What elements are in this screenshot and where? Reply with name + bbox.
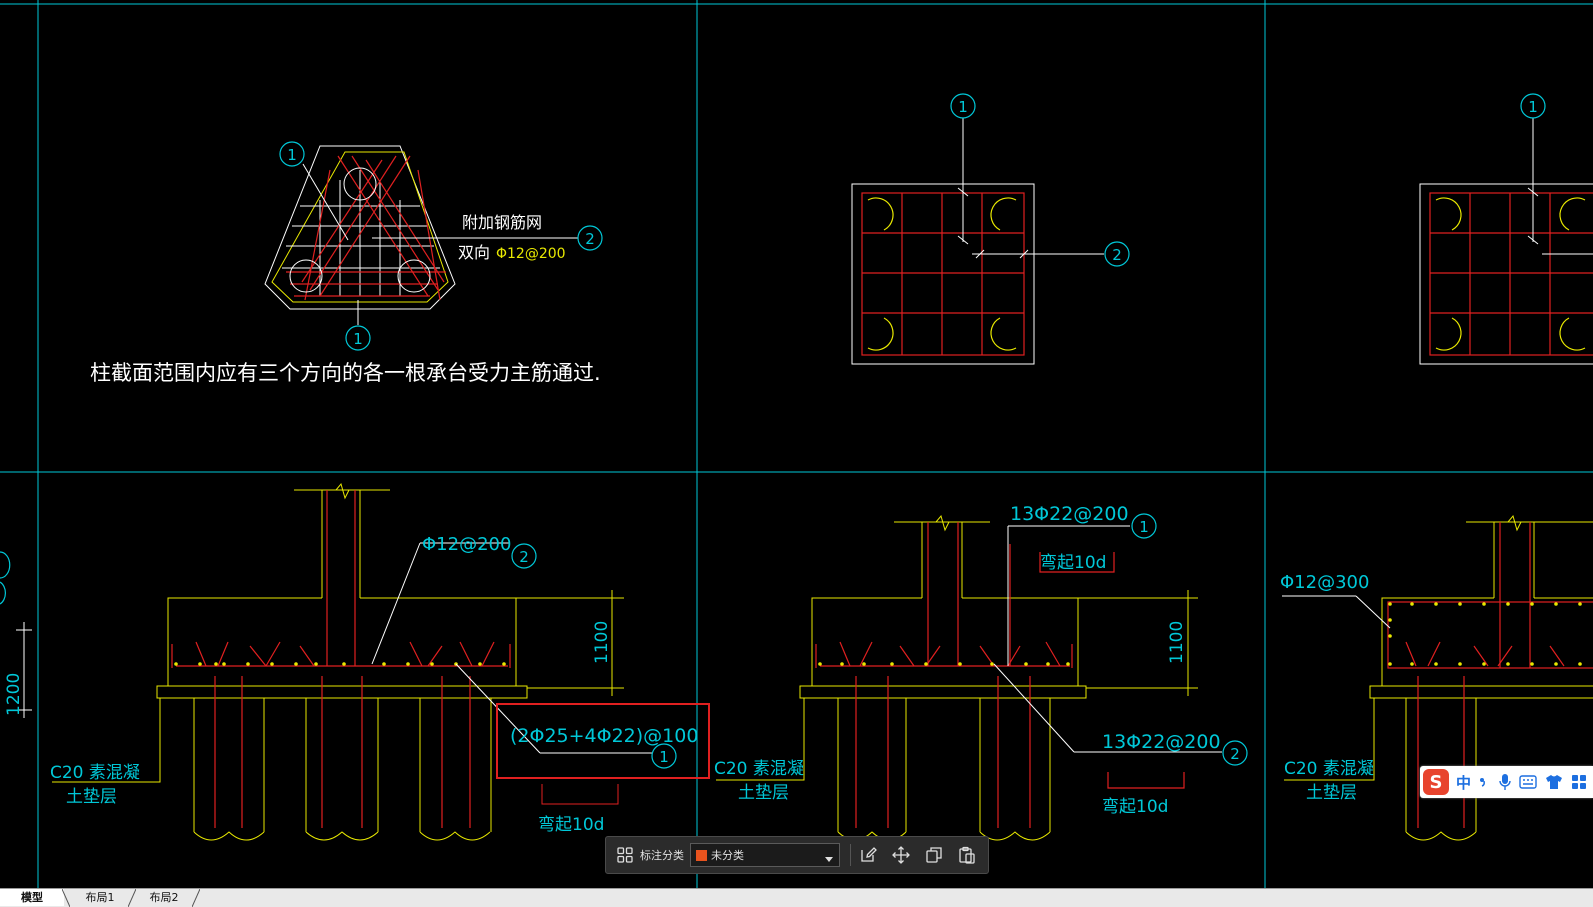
edit-icon[interactable] (857, 844, 879, 866)
drawing-frame (0, 0, 1593, 888)
elevation-section-e (716, 514, 1222, 841)
left-dim-line (16, 622, 32, 718)
tab-separator (62, 889, 70, 907)
tab-layout-2[interactable]: 布局2 (149, 891, 179, 904)
tab-separator (192, 889, 200, 907)
punctuation-icon[interactable] (1479, 774, 1491, 790)
rect-cap-plan (1419, 118, 1593, 365)
stirrup-label-d: Φ12@200 (422, 534, 511, 555)
bedding-label-e-1: C20 素混凝 (714, 759, 804, 779)
main-bar-label-d: (2Φ25+4Φ22)@100 (510, 725, 698, 747)
callout-2-label: 2 (1112, 246, 1122, 264)
callout-1-label: 1 (353, 330, 363, 348)
bedding-label-d-2: 土垫层 (66, 787, 117, 807)
extra-mesh-label: 附加钢筋网 (462, 213, 542, 232)
bedding-label-f-1: C20 素混凝 (1284, 759, 1374, 779)
selected-category-text: 未分类 (711, 849, 744, 862)
callout-bubbles-a (279, 141, 603, 351)
tab-separator (128, 889, 136, 907)
callout-2-label: 2 (1230, 745, 1240, 763)
bottom-bar-label-e: 13Φ22@200 (1102, 731, 1221, 753)
height-dim-d: 1100 (592, 621, 612, 664)
annotation-category-toolbar: 标注分类 未分类 (605, 836, 989, 874)
callout-1-label: 1 (1139, 518, 1149, 536)
annotation-category-select[interactable]: 未分类 (690, 843, 840, 867)
left-edge-bubbles (0, 551, 11, 605)
copy-icon[interactable] (923, 844, 945, 866)
bend-bottom-label-e: 弯起10d (1102, 797, 1168, 817)
bedding-label-e-2: 土垫层 (738, 783, 789, 803)
top-bar-label-e: 13Φ22@200 (1010, 503, 1129, 525)
paste-icon[interactable] (956, 844, 978, 866)
ime-toolbar: S 中 (1420, 766, 1593, 798)
toolbox-grid-icon[interactable] (1571, 774, 1587, 790)
callout-1-label: 1 (659, 748, 669, 766)
highlight-box (496, 703, 710, 779)
stirrup-label-f: Φ12@300 (1280, 572, 1369, 593)
callout-bubble-c (1520, 93, 1546, 119)
microphone-icon[interactable] (1499, 773, 1511, 791)
ime-mode-toggle[interactable]: 中 (1456, 773, 1472, 792)
square-cap-plan (851, 118, 1104, 365)
two-way-label: 双向 (458, 243, 490, 262)
bend-top-label-e: 弯起10d (1040, 553, 1106, 573)
grid-apps-icon[interactable] (614, 844, 636, 866)
toolbar-divider (850, 844, 851, 866)
elevation-section-d (52, 482, 652, 841)
bend-label-d: 弯起10d (538, 815, 604, 835)
sogou-logo-icon[interactable]: S (1423, 769, 1449, 795)
bedding-label-d-1: C20 素混凝 (50, 763, 140, 783)
callout-bubbles-d (511, 543, 677, 769)
callout-2-label: 2 (585, 230, 595, 248)
cad-drawing-canvas[interactable]: 1 1 2 附加钢筋网 双向 Φ12@200 柱截面范围内应有三个方向的各一根承… (0, 0, 1593, 888)
callout-1-label: 1 (958, 98, 968, 116)
elevation-section-f (1282, 514, 1593, 841)
callout-1-label: 1 (1528, 98, 1538, 116)
callout-2-label: 2 (519, 548, 529, 566)
triangular-cap-plan (264, 145, 578, 325)
section-a-note: 柱截面范围内应有三个方向的各一根承台受力主筋通过. (90, 361, 601, 385)
keyboard-icon[interactable] (1519, 775, 1537, 789)
left-dim-d: 1200 (4, 673, 24, 716)
tab-layout-1[interactable]: 布局1 (85, 891, 115, 904)
callout-bubbles-e (1131, 513, 1248, 766)
bedding-label-f-2: 土垫层 (1306, 783, 1357, 803)
move-icon[interactable] (890, 844, 912, 866)
mesh-spec-label: Φ12@200 (496, 246, 566, 262)
height-dim-e: 1100 (1167, 621, 1187, 664)
chevron-down-icon (824, 849, 834, 868)
skin-shirt-icon[interactable] (1545, 774, 1563, 790)
callout-bubbles-b (950, 93, 1130, 267)
category-color-swatch (696, 849, 707, 861)
callout-1-label: 1 (287, 146, 297, 164)
annotation-category-label: 标注分类 (640, 849, 684, 862)
tab-model[interactable]: 模型 (0, 889, 64, 906)
layout-tab-bar: 模型 布局1 布局2 (0, 888, 1593, 907)
